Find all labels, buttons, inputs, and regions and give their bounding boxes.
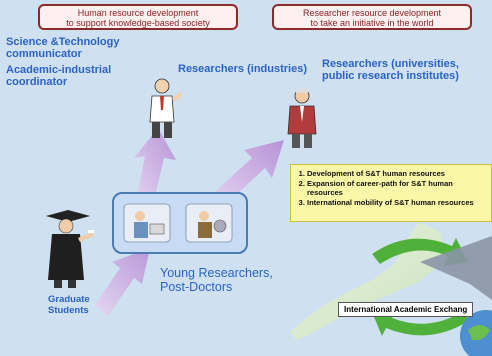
banner-initiative-world: Researcher resource development to take … bbox=[272, 4, 472, 30]
university-researcher-figure bbox=[280, 86, 324, 150]
arrow-young-to-industries bbox=[134, 128, 176, 208]
label-graduate-students: Graduate Students bbox=[48, 294, 90, 316]
banner-knowledge-society-text: Human resource development to support kn… bbox=[66, 8, 210, 28]
policy-notes-list: Development of S&T human resources Expan… bbox=[297, 169, 485, 207]
banner-knowledge-society: Human resource development to support kn… bbox=[38, 4, 238, 30]
policy-notes-box: Development of S&T human resources Expan… bbox=[290, 164, 492, 222]
exchange-arrow-top bbox=[372, 238, 468, 266]
note-item: Development of S&T human resources bbox=[307, 169, 485, 179]
graduate-student-figure bbox=[32, 206, 96, 290]
label-researchers-universities: Researchers (universities, public resear… bbox=[322, 58, 459, 82]
label-communicator: Science &Technology communicator bbox=[6, 36, 120, 60]
arrow-students-to-young bbox=[95, 248, 150, 316]
young-researchers-box bbox=[112, 192, 248, 254]
industry-researcher-figure bbox=[140, 76, 184, 140]
plane-shape bbox=[420, 236, 492, 300]
label-young-researchers: Young Researchers, Post-Doctors bbox=[160, 266, 273, 294]
arrow-young-to-universities bbox=[210, 140, 284, 208]
international-exchange-label: International Academic Exchang bbox=[338, 302, 474, 317]
label-researchers-industries: Researchers (industries) bbox=[178, 63, 307, 75]
banner-initiative-world-text: Researcher resource development to take … bbox=[302, 8, 442, 28]
note-item: International mobility of S&T human reso… bbox=[307, 198, 485, 208]
label-coordinator: Academic-industrial coordinator bbox=[6, 64, 112, 88]
exchange-arrow-bottom bbox=[372, 308, 470, 336]
note-item: Expansion of career-path for S&T human r… bbox=[307, 179, 485, 198]
